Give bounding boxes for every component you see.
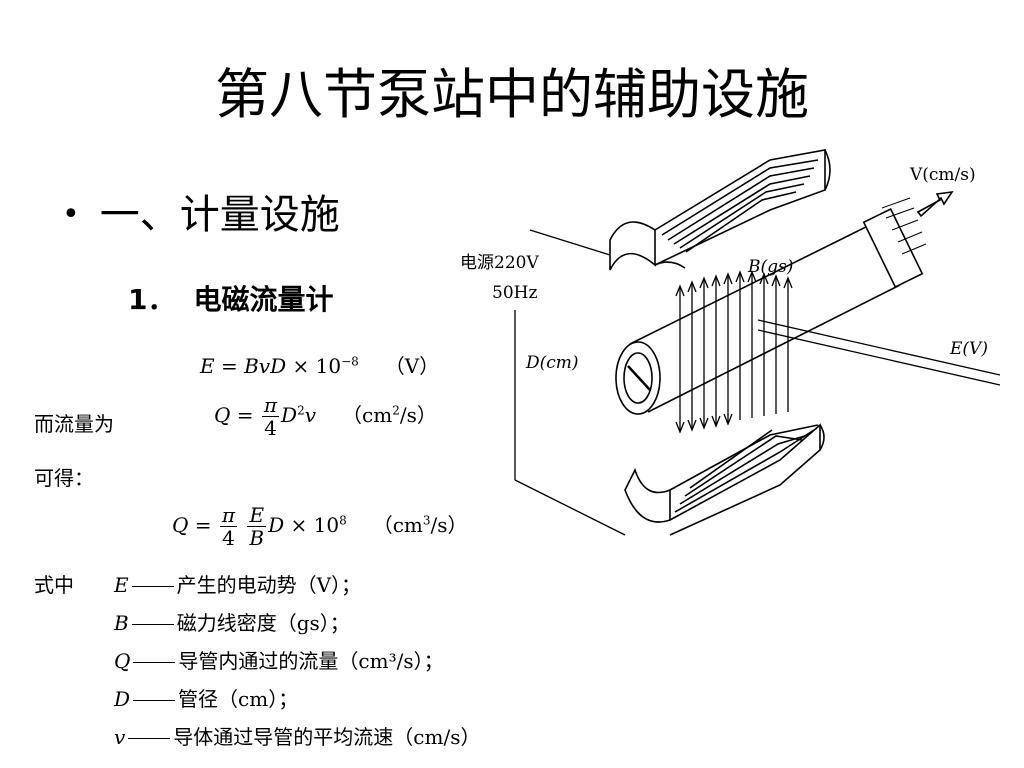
eq1-lhs: E (200, 354, 215, 378)
eq1-base: 10 (315, 354, 342, 378)
definition-symbol: D (114, 687, 131, 711)
bullet-marker: • (62, 197, 80, 232)
power-label: 电源220V (460, 253, 539, 273)
eq3-unit-b: /s） (430, 513, 468, 537)
eq3-den1: 4 (222, 526, 235, 550)
definition-desc: 产生的电动势（V）； (176, 573, 362, 597)
eq3-exp: 8 (339, 513, 347, 528)
power-frame (514, 229, 626, 536)
definition-row: D 管径（cm）； (34, 680, 480, 718)
bullet-item: • 一、计量设施 (62, 190, 340, 240)
velocity-label: V(cm/s) (909, 165, 976, 185)
eq2-v: v (304, 403, 317, 427)
definition-row: B 磁力线密度（gs）； (34, 604, 480, 642)
eq3-base: 10 (313, 513, 340, 537)
eq2-d: D (281, 403, 298, 427)
frequency-label: 50Hz (492, 283, 537, 303)
defs-lead: 式中 (34, 573, 74, 597)
field-label: B(gs) (747, 257, 793, 277)
thus-label: 可得： (34, 466, 94, 490)
definition-desc: 管径（cm）； (178, 687, 299, 711)
subheading: 1． 电磁流量计 (128, 280, 334, 320)
eq1-exp: −8 (341, 354, 359, 369)
eq1-times: × (292, 354, 310, 378)
subheading-text: 电磁流量计 (193, 283, 334, 316)
eq3-unit-a: （cm (372, 513, 423, 537)
top-coil (609, 149, 831, 271)
definition-symbol: v (114, 725, 126, 749)
definitions-list: 式中 E 产生的电动势（V）； B 磁力线密度（gs）； Q 导管内通过的流量（cm³/… (34, 566, 480, 756)
eq2-num: π (261, 393, 280, 417)
definition-row: Q 导管内通过的流量（cm³/s）； (34, 642, 480, 680)
subheading-number: 1． (128, 283, 176, 316)
velocity-arrow-icon (916, 190, 954, 218)
bullet-text: 一、计量设施 (99, 192, 340, 238)
definition-desc: 导体通过导管的平均流速（cm/s） (173, 725, 481, 749)
definition-desc: 导管内通过的流量（cm³/s）； (178, 649, 444, 673)
eq3-unit-exp: 3 (422, 513, 431, 528)
flow-label: 而流量为 (34, 412, 114, 436)
bottom-coil (624, 423, 825, 536)
definition-row: v 导体通过导管的平均流速（cm/s） (34, 718, 480, 756)
eq3-lhs: Q (172, 513, 189, 537)
definition-row: 式中 E 产生的电动势（V）； (34, 566, 480, 604)
eq1-unit: （V） (384, 354, 440, 378)
flowmeter-diagram: V(cm/s) 电源220V 50Hz B(gs) D(cm) E(V) (460, 149, 1001, 536)
eq3-num2: E (247, 503, 267, 527)
eq2-den: 4 (264, 416, 277, 440)
eq2-unit-a: （cm (342, 403, 393, 427)
eq3-times: × (290, 513, 308, 537)
electrode-leads (757, 319, 1001, 386)
definition-symbol: Q (114, 649, 131, 673)
slide-title: 第八节泵站中的辅助设施 (215, 63, 809, 126)
emf-label: E(V) (949, 339, 988, 359)
eq3-den2: B (249, 526, 265, 550)
eq3-d: D (268, 513, 285, 537)
eq2-unit-exp: 2 (392, 403, 400, 418)
eq1-rhs: BvD (244, 354, 287, 378)
pipe (615, 197, 927, 415)
definition-symbol: B (114, 611, 129, 635)
equation-emf: E = BvD × 10−8（V） (200, 354, 440, 378)
definition-desc: 磁力线密度（gs）； (176, 611, 350, 635)
eq2-lhs: Q (214, 403, 231, 427)
definition-symbol: E (114, 573, 129, 597)
eq2-unit-b: /s） (399, 403, 437, 427)
eq3-num1: π (219, 503, 238, 527)
diameter-label: D(cm) (525, 353, 579, 373)
field-lines (675, 270, 793, 434)
eq2-dexp: 2 (297, 403, 305, 418)
